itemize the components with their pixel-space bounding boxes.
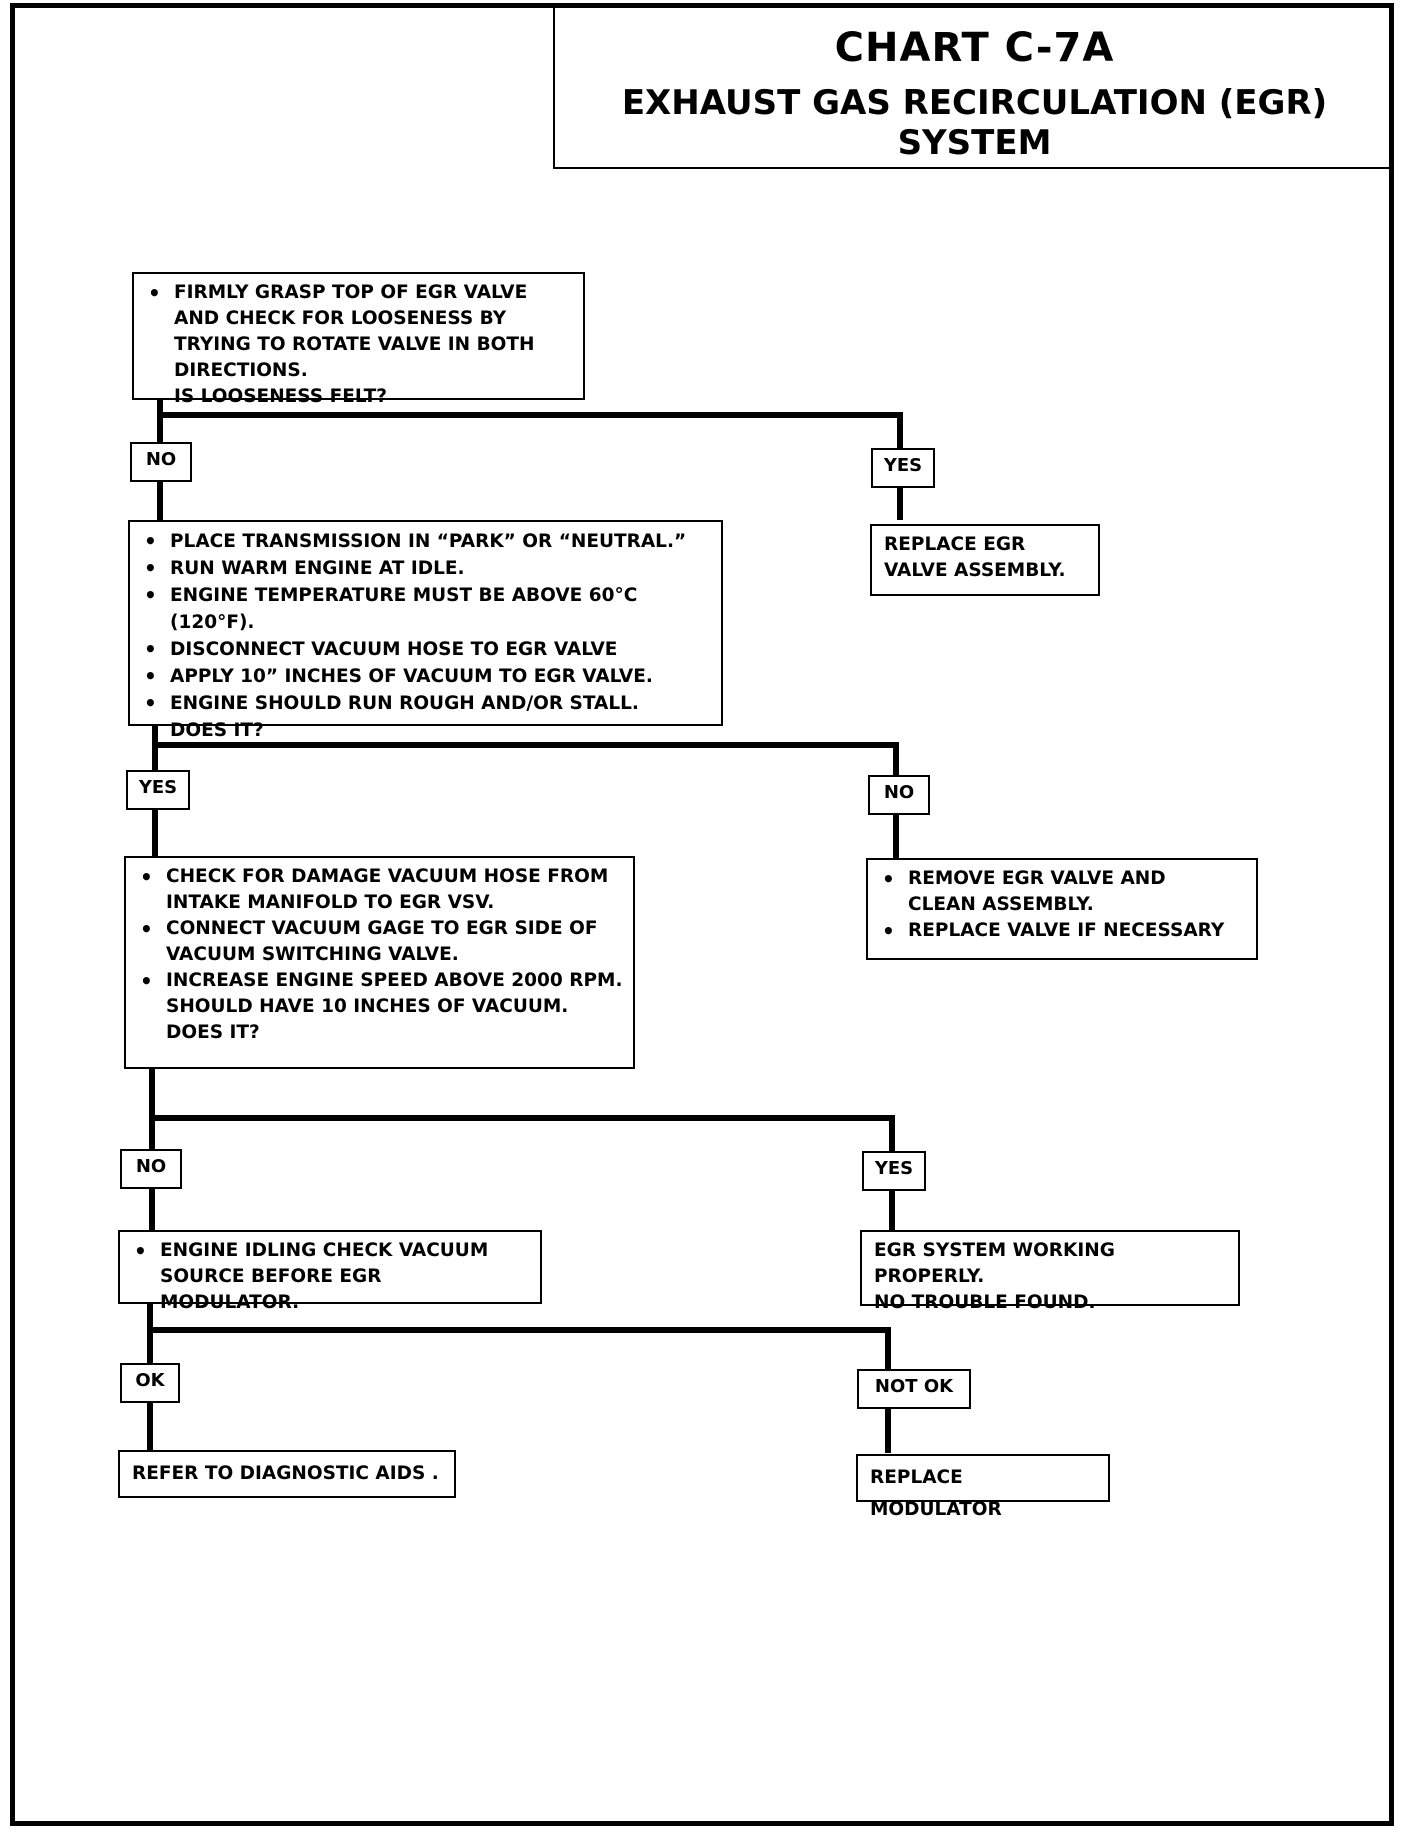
branch-label-no: NO	[868, 775, 930, 815]
connector-4	[147, 1302, 891, 1453]
result-box-system-ok: EGR SYSTEM WORKING PROPERLY. NO TROUBLE …	[860, 1230, 1240, 1313]
result-text: REPLACE EGR VALVE ASSEMBLY.	[884, 534, 1066, 581]
result-box-clean-valve: REMOVE EGR VALVE AND CLEAN ASSEMBLY. REP…	[866, 858, 1258, 960]
step-bullet: ENGINE TEMPERATURE MUST BE ABOVE 60°C (1…	[144, 582, 713, 636]
step-box-vacuum-source: ENGINE IDLING CHECK VACUUM SOURCE BEFORE…	[118, 1230, 542, 1313]
step-bullet: CHECK FOR DAMAGE VACUUM HOSE FROM INTAKE…	[140, 864, 625, 916]
branch-label-ok: OK	[120, 1363, 180, 1403]
chart-title: CHART C-7A	[834, 25, 1115, 71]
step-box-vacuum-hose-check: CHECK FOR DAMAGE VACUUM HOSE FROM INTAKE…	[124, 856, 635, 1069]
branch-label-no: NO	[130, 442, 192, 482]
branch-label-yes: YES	[126, 770, 190, 810]
step-box-looseness-check: FIRMLY GRASP TOP OF EGR VALVE AND CHECK …	[132, 272, 585, 407]
step-bullet: ENGINE SHOULD RUN ROUGH AND/OR STALL.	[144, 690, 713, 717]
branch-label-no: NO	[120, 1149, 182, 1189]
step-question: DOES IT?	[166, 1022, 260, 1043]
step-box-vacuum-apply: PLACE TRANSMISSION IN “PARK” OR “NEUTRAL…	[128, 520, 723, 741]
result-line: EGR SYSTEM WORKING PROPERLY.	[874, 1240, 1115, 1287]
step-question: IS LOOSENESS FELT?	[174, 386, 387, 407]
step-bullet: INCREASE ENGINE SPEED ABOVE 2000 RPM. SH…	[140, 968, 625, 1020]
branch-label-yes: YES	[871, 448, 935, 488]
result-box-replace-egr-valve: REPLACE EGR VALVE ASSEMBLY.	[870, 524, 1100, 596]
step-bullet: ENGINE IDLING CHECK VACUUM SOURCE BEFORE…	[134, 1238, 520, 1316]
result-box-diagnostic-aids: REFER TO DIAGNOSTIC AIDS .	[118, 1450, 456, 1498]
step-bullet: CONNECT VACUUM GAGE TO EGR SIDE OF VACUU…	[140, 916, 625, 968]
title-block: CHART C-7A EXHAUST GAS RECIRCULATION (EG…	[553, 3, 1394, 169]
connector-1	[157, 400, 903, 520]
result-bullet: REPLACE VALVE IF NECESSARY	[882, 918, 1248, 944]
step-bullet: PLACE TRANSMISSION IN “PARK” OR “NEUTRAL…	[144, 528, 713, 555]
step-bullet: FIRMLY GRASP TOP OF EGR VALVE AND CHECK …	[148, 280, 575, 384]
step-bullet: APPLY 10” INCHES OF VACUUM TO EGR VALVE.	[144, 663, 713, 690]
connector-2	[152, 725, 899, 860]
step-bullet: DISCONNECT VACUUM HOSE TO EGR VALVE	[144, 636, 713, 663]
branch-label-not-ok: NOT OK	[857, 1369, 971, 1409]
branch-label-yes: YES	[862, 1151, 926, 1191]
result-box-replace-modulator: REPLACE MODULATOR	[856, 1454, 1110, 1520]
result-line: NO TROUBLE FOUND.	[874, 1292, 1096, 1313]
step-question: DOES IT?	[170, 720, 264, 741]
page-frame	[10, 3, 1394, 1826]
result-text: REFER TO DIAGNOSTIC AIDS .	[132, 1463, 439, 1484]
result-bullet: REMOVE EGR VALVE AND CLEAN ASSEMBLY.	[882, 866, 1238, 918]
result-text: REPLACE MODULATOR	[870, 1467, 1002, 1520]
connector-3	[149, 1066, 895, 1232]
chart-subtitle: EXHAUST GAS RECIRCULATION (EGR) SYSTEM	[621, 83, 1328, 163]
step-bullet: RUN WARM ENGINE AT IDLE.	[144, 555, 713, 582]
